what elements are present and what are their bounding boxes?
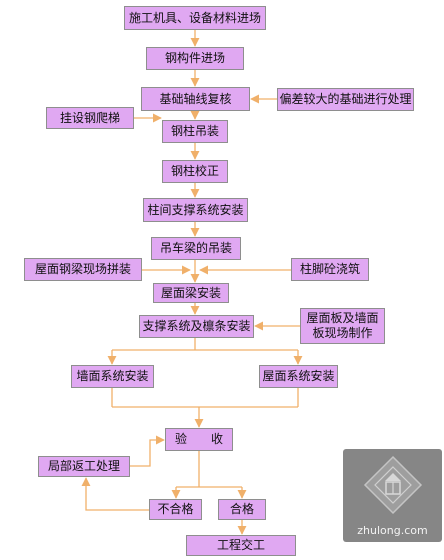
step-panel-fabrication: 屋面板及墙面板现场制作 [300,308,385,344]
step-label: 验 收 [174,432,223,446]
step-label: 屋面钢梁现场拼装 [34,262,131,276]
step-label: 工程交工 [216,538,265,552]
step-label: 柱间支撑系统安装 [147,202,244,217]
step-label: 支撑系统及檩条安装 [142,319,251,333]
step-label: 屋面系统安装 [262,369,335,383]
step-qualified: 合格 [218,499,266,520]
zhulong-logo-icon [363,455,423,515]
step-roof-beam-assembly: 屋面钢梁现场拼装 [24,258,142,281]
step-label: 不合格 [157,502,194,516]
step-crane-beam-lifting: 吊车梁的吊装 [151,237,241,260]
line-acceptance-split [176,451,242,488]
step-label: 墙面系统安装 [76,369,149,383]
step-label: 屋面梁安装 [160,285,221,300]
line-systems-merge [111,388,299,408]
step-label: 钢柱校正 [170,164,219,178]
step-handover: 工程交工 [186,535,296,556]
step-label: 偏差较大的基础进行处理 [279,92,412,106]
step-roof-beam-install: 屋面梁安装 [153,283,229,303]
line-purlin-split [112,338,298,351]
step-label: 钢柱吊装 [170,124,219,138]
step-column-bracing: 柱间支撑系统安装 [143,198,248,222]
step-label: 屋面板及墙面板现场制作 [306,311,379,340]
step-label: 局部返工处理 [47,459,120,473]
step-label: 挂设钢爬梯 [59,110,120,125]
step-wall-system-install: 墙面系统安装 [71,365,154,388]
step-column-correction: 钢柱校正 [162,160,228,183]
step-bracing-purlin-install: 支撑系统及檩条安装 [139,315,254,338]
step-local-rework: 局部返工处理 [38,456,130,477]
step-foundation-axis-check: 基础轴线复核 [141,87,250,111]
step-roof-system-install: 屋面系统安装 [259,365,338,388]
step-label: 柱脚砼浇筑 [299,262,360,276]
step-hang-ladder: 挂设钢爬梯 [46,107,134,129]
step-label: 合格 [229,502,254,516]
step-unqualified: 不合格 [149,499,202,520]
step-label: 施工机具、设备材料进场 [128,10,261,25]
step-label: 基础轴线复核 [159,91,232,106]
step-label: 钢构件进场 [164,51,225,65]
step-column-lifting: 钢柱吊装 [162,120,228,143]
watermark-text: zhulong.com [357,524,428,537]
arrow-rework-to-acceptance [130,435,165,467]
step-deviation-treatment: 偏差较大的基础进行处理 [277,88,414,111]
step-acceptance: 验 收 [165,428,233,451]
arrow-unqualified-to-rework [81,477,149,511]
zhulong-watermark: zhulong.com [343,449,442,542]
step-steel-member-entry: 钢构件进场 [146,47,244,70]
step-column-foot-concrete: 柱脚砼浇筑 [291,258,369,281]
step-label: 吊车梁的吊装 [159,241,232,255]
step-equipment-entry: 施工机具、设备材料进场 [124,6,266,30]
